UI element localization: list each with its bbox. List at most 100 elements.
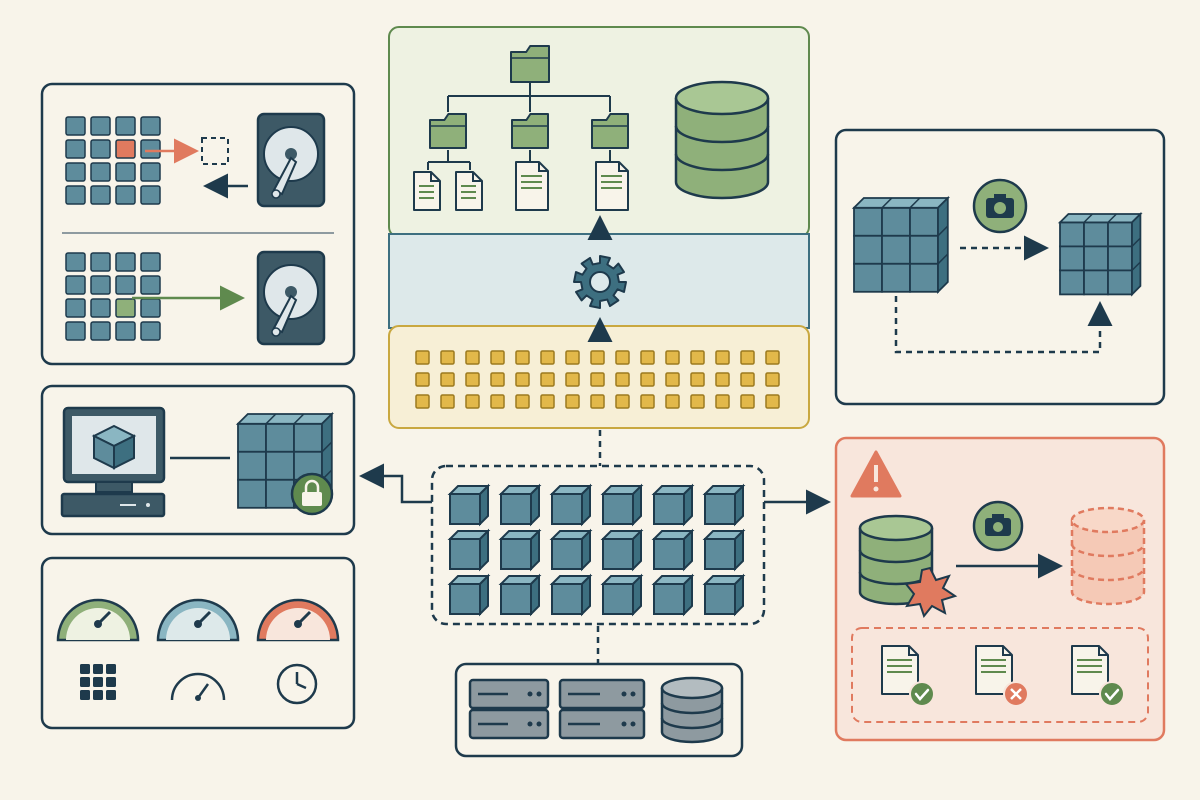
grid-cell xyxy=(80,677,90,687)
grid-block-icon xyxy=(140,275,161,295)
grid-block-icon xyxy=(65,298,86,318)
grid-block-icon xyxy=(115,185,136,205)
grid-block-icon xyxy=(90,116,111,136)
database-icon xyxy=(674,80,770,200)
document-set xyxy=(413,161,629,211)
cube-cell xyxy=(909,262,939,293)
cube-cell xyxy=(265,422,295,453)
grid-block-icon xyxy=(140,321,161,341)
cube-cell xyxy=(237,422,267,453)
source-volume-cube xyxy=(851,195,950,294)
highlighted-block xyxy=(115,298,136,318)
gauge-icon xyxy=(256,598,340,642)
block-chunk xyxy=(740,372,755,387)
document-icon xyxy=(515,161,549,211)
document-icon xyxy=(595,161,629,211)
block-chunk xyxy=(565,372,580,387)
cube-cell xyxy=(1107,245,1133,272)
grid-block-icon xyxy=(65,116,86,136)
pool-cube-icon xyxy=(702,573,746,617)
cube-cell xyxy=(265,478,295,509)
clock-icon xyxy=(276,663,318,705)
cube-cell xyxy=(1107,221,1133,248)
server-icon xyxy=(468,678,550,740)
cube-cell xyxy=(1107,269,1133,296)
gauge-icon xyxy=(156,598,240,642)
cube-cell xyxy=(1059,221,1085,248)
block-chunk xyxy=(665,372,680,387)
block-chunk xyxy=(665,350,680,365)
grid-block-icon xyxy=(65,185,86,205)
pool-cube-icon xyxy=(702,528,746,572)
cross-icon xyxy=(1003,681,1029,707)
volume-cube xyxy=(235,411,334,510)
block-chunk xyxy=(740,350,755,365)
block-chunk xyxy=(640,394,655,409)
block-chunk xyxy=(715,372,730,387)
snapshot-cube xyxy=(1057,211,1143,297)
block-chunk xyxy=(765,372,780,387)
disk-drive-icon xyxy=(256,112,326,208)
block-chunk xyxy=(565,394,580,409)
recovery-document-icon xyxy=(881,645,935,707)
block-chunk xyxy=(590,394,605,409)
pool-cube-icon xyxy=(600,483,644,527)
folder-icon xyxy=(510,45,550,83)
restore-arrow xyxy=(894,296,1113,354)
cube-side xyxy=(1131,211,1142,297)
block-chunk xyxy=(515,394,530,409)
document-icon xyxy=(413,171,441,211)
pool-cube-icon xyxy=(600,528,644,572)
folder-icon xyxy=(591,113,629,149)
block-chunk xyxy=(540,372,555,387)
highlighted-block xyxy=(115,139,136,159)
grid-block-icon xyxy=(65,275,86,295)
grid-cell xyxy=(80,690,90,700)
grid-block-icon xyxy=(140,139,161,159)
grid-block-icon xyxy=(115,275,136,295)
block-chunk xyxy=(640,350,655,365)
block-chunk xyxy=(540,394,555,409)
grid-cell xyxy=(93,690,103,700)
recovery-checks-box xyxy=(851,627,1149,723)
grid-block-icon xyxy=(115,252,136,272)
recovery-file-checks xyxy=(881,645,1125,707)
cube-cell xyxy=(909,234,939,265)
block-write-panel xyxy=(40,82,356,366)
block-chunk xyxy=(415,394,430,409)
grid-cell xyxy=(93,664,103,674)
grid-block-icon xyxy=(140,162,161,182)
check-icon xyxy=(909,681,935,707)
cube-cell xyxy=(237,478,267,509)
cube-cell xyxy=(1059,245,1085,272)
block-chunk xyxy=(490,394,505,409)
secure-volume-panel xyxy=(40,384,356,536)
warning-icon xyxy=(850,450,902,498)
folder-tree xyxy=(429,45,629,149)
block-chunk xyxy=(615,394,630,409)
pool-cube-icon xyxy=(498,573,542,617)
pool-cube-icon xyxy=(600,573,644,617)
block-chunk xyxy=(690,372,705,387)
processing-layer xyxy=(388,215,810,329)
grid-block-icon xyxy=(90,252,111,272)
grid-block-icon xyxy=(140,116,161,136)
block-chunk xyxy=(515,372,530,387)
grid-block-icon xyxy=(65,252,86,272)
grid-block-icon xyxy=(90,298,111,318)
block-chunk xyxy=(590,350,605,365)
gear-hole xyxy=(589,271,611,293)
block-chunks xyxy=(415,350,780,409)
block-chunk xyxy=(690,394,705,409)
folder-icon xyxy=(511,113,549,149)
pool-cube-icon xyxy=(498,483,542,527)
grid-block-icon xyxy=(140,298,161,318)
iops-grid-icon xyxy=(80,664,116,700)
pool-cube-icon xyxy=(651,528,695,572)
explosion-icon xyxy=(904,566,958,619)
recovery-document-icon xyxy=(975,645,1029,707)
grid-block-icon xyxy=(90,185,111,205)
camera-icon xyxy=(972,500,1024,552)
grid-block-icon xyxy=(65,162,86,182)
